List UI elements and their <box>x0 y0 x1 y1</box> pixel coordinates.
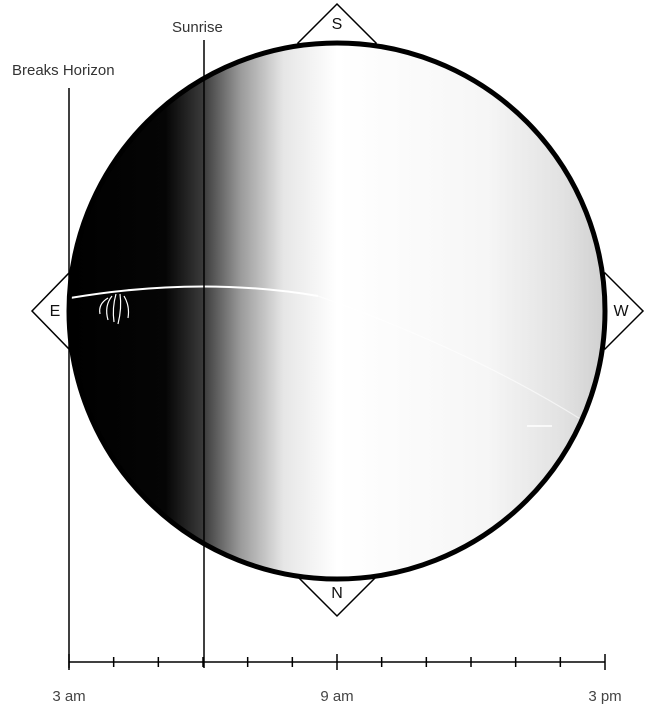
sun-path-arc <box>69 285 319 299</box>
compass-east-letter: E <box>49 303 61 320</box>
compass-south-letter: S <box>331 16 343 33</box>
compass-north-letter: N <box>331 585 343 602</box>
tick-label-9am: 9 am <box>320 688 354 705</box>
tick-label-3am: 3 am <box>52 688 86 705</box>
sun-burst-marks <box>99 293 130 325</box>
compass-west-letter: W <box>613 303 629 320</box>
tick-label-3pm: 3 pm <box>588 688 622 705</box>
sun-path-faint-arc <box>317 295 583 421</box>
sunrise-label: Sunrise <box>172 19 223 36</box>
time-axis <box>68 654 606 670</box>
sky-disk <box>69 43 605 579</box>
breaks-horizon-label: Breaks Horizon <box>12 62 115 79</box>
